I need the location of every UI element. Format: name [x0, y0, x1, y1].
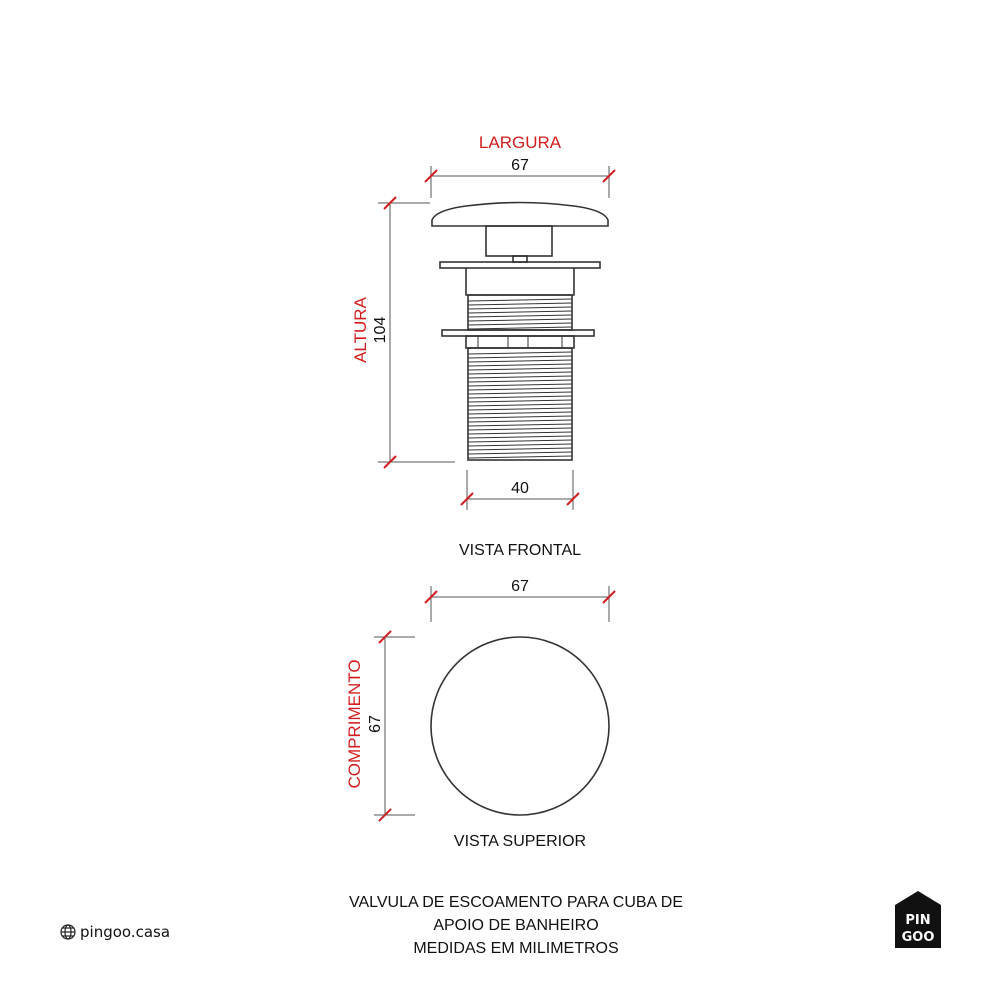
length-label: COMPRIMENTO — [345, 659, 364, 788]
upper-flange — [439, 261, 601, 269]
thread-line — [467, 439, 573, 443]
top-width-value: 67 — [511, 578, 529, 595]
thread-line — [467, 322, 573, 326]
thread-line — [467, 375, 573, 379]
thread-line — [467, 415, 573, 419]
thread-line — [467, 419, 573, 423]
thread-line — [467, 411, 573, 415]
thread-line — [467, 407, 573, 411]
lower-flange — [441, 329, 595, 337]
thread-line — [467, 427, 573, 431]
footer-title-line-1: VALVULA DE ESCOAMENTO PARA CUBA DE — [349, 894, 683, 911]
thread-line — [467, 359, 573, 363]
thread-line — [467, 379, 573, 383]
width-dimension — [424, 166, 616, 198]
footer-title-line-2: APOIO DE BANHEIRO — [433, 917, 598, 934]
front-view — [431, 201, 609, 461]
body-width-dimension — [460, 470, 580, 510]
footer-title-line-3: MEDIDAS EM MILIMETROS — [413, 940, 618, 957]
top-length-dimension — [374, 630, 415, 822]
thread-line — [467, 314, 573, 318]
thread-line — [467, 363, 573, 367]
thread-line — [467, 326, 573, 330]
thread-line — [467, 383, 573, 387]
thread-line — [467, 403, 573, 407]
width-label: LARGURA — [479, 133, 562, 152]
thread-line — [467, 367, 573, 371]
globe-icon — [60, 924, 76, 940]
thread-line — [467, 310, 573, 314]
front-view-caption: VISTA FRONTAL — [459, 542, 581, 559]
valve-pin — [512, 255, 528, 263]
thread-line — [467, 351, 573, 355]
thread-line — [467, 371, 573, 375]
pingoo-house-logo: PIN GOO — [895, 891, 941, 948]
thread-line — [467, 391, 573, 395]
thread-line — [467, 451, 573, 455]
top-view-cap-circle — [430, 636, 610, 816]
thread-line — [467, 431, 573, 435]
logo-line-2: GOO — [902, 930, 935, 945]
length-value: 67 — [367, 715, 384, 733]
thread-line — [467, 355, 573, 359]
thread-line — [467, 399, 573, 403]
upper-thread-lines — [467, 298, 573, 330]
logo-line-1: PIN — [905, 913, 930, 928]
height-value: 104 — [372, 317, 389, 344]
thread-line — [467, 423, 573, 427]
top-view-caption: VISTA SUPERIOR — [454, 833, 586, 850]
thread-line — [467, 298, 573, 302]
height-label: ALTURA — [351, 296, 370, 362]
valve-stem — [485, 225, 553, 257]
thread-line — [467, 306, 573, 310]
top-width-dimension — [424, 586, 616, 622]
thread-line — [467, 435, 573, 439]
thread-line — [467, 443, 573, 447]
height-dimension — [378, 196, 455, 469]
lower-thread-lines — [467, 351, 573, 459]
thread-line — [467, 447, 573, 451]
thread-line — [467, 455, 573, 459]
body-width-value: 40 — [511, 480, 529, 497]
thread-line — [467, 302, 573, 306]
thread-line — [467, 318, 573, 322]
lock-nut — [465, 335, 575, 349]
website-link[interactable]: pingoo.casa — [80, 923, 170, 941]
thread-line — [467, 395, 573, 399]
upper-nut — [465, 268, 575, 296]
valve-cap — [431, 201, 609, 227]
width-value: 67 — [511, 157, 529, 174]
thread-line — [467, 387, 573, 391]
